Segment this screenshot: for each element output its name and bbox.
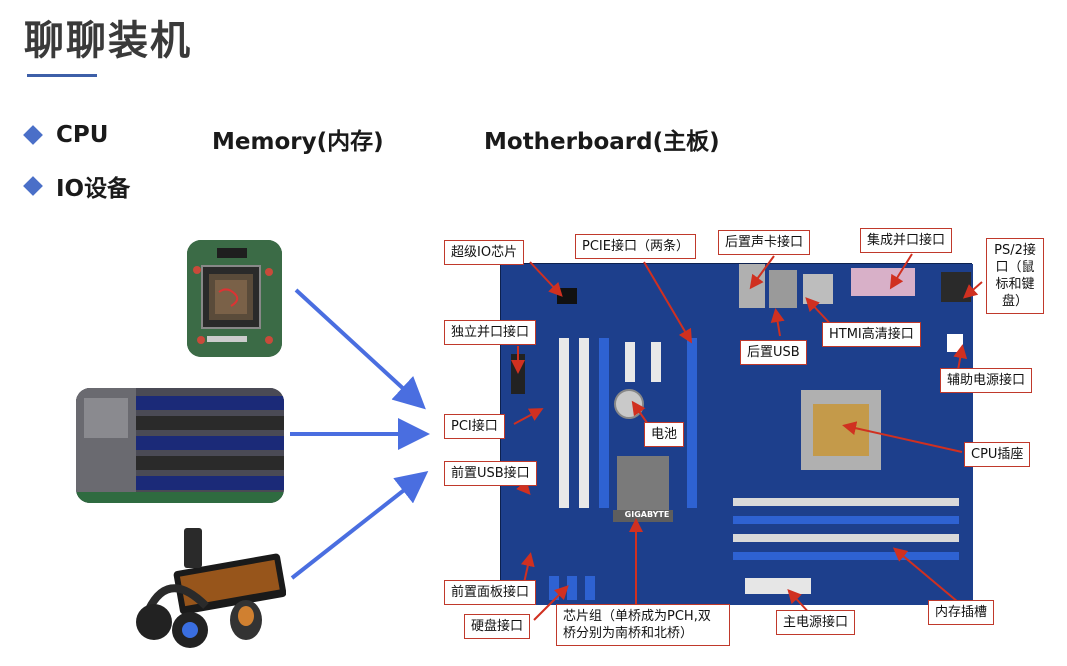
bullet-row-components: CPU: [23, 119, 109, 151]
label-battery: 电池: [644, 422, 685, 447]
label-super-io-chip: 超级IO芯片: [444, 240, 525, 265]
blue-arrow-cpu: [294, 288, 426, 410]
bullet-io: IO设备: [56, 176, 131, 202]
label-pci-slot: PCI接口: [444, 414, 505, 439]
label-ps2-port: PS/2接口（鼠标和键盘）: [986, 238, 1044, 314]
board-brand-text: GIGABYTE: [624, 510, 670, 519]
blue-arrow-io: [290, 471, 429, 580]
title-underline: [27, 74, 97, 77]
bullet-cpu: CPU: [56, 122, 109, 148]
bullet-motherboard: Motherboard(主板): [484, 129, 720, 155]
label-hdd-port: 硬盘接口: [464, 614, 531, 639]
memory-slots-illustration: [76, 388, 284, 503]
peripherals-illustration: [136, 528, 286, 648]
label-front-panel: 前置面板接口: [444, 580, 537, 605]
motherboard-illustration: [501, 264, 973, 605]
bullet-memory: Memory(内存): [212, 129, 384, 155]
label-rear-audio: 后置声卡接口: [718, 230, 811, 255]
memory-slots-photo: [76, 388, 284, 503]
motherboard-photo: GIGABYTE: [500, 263, 973, 605]
label-front-usb: 前置USB接口: [444, 461, 537, 486]
label-hdmi-port: HTMI高清接口: [822, 322, 921, 347]
label-pcie-slots: PCIE接口（两条）: [575, 234, 696, 259]
cpu-socket-photo: [187, 240, 282, 357]
label-independent-parallel: 独立并口接口: [444, 320, 537, 345]
page-title: 聊聊装机: [24, 18, 192, 64]
keyboard-headset-photo: [136, 526, 286, 652]
label-aux-power: 辅助电源接口: [940, 368, 1033, 393]
label-cpu-socket: CPU插座: [964, 442, 1031, 467]
cpu-socket-illustration: [187, 240, 282, 357]
label-rear-usb: 后置USB: [740, 340, 807, 365]
label-parallel-port: 集成并口接口: [860, 228, 953, 253]
label-main-power: 主电源接口: [776, 610, 856, 635]
label-chipset: 芯片组（单桥成为PCH,双桥分别为南桥和北桥）: [556, 604, 730, 646]
label-memory-slots: 内存插槽: [928, 600, 995, 625]
bullet-row-io: IO设备: [23, 170, 131, 202]
